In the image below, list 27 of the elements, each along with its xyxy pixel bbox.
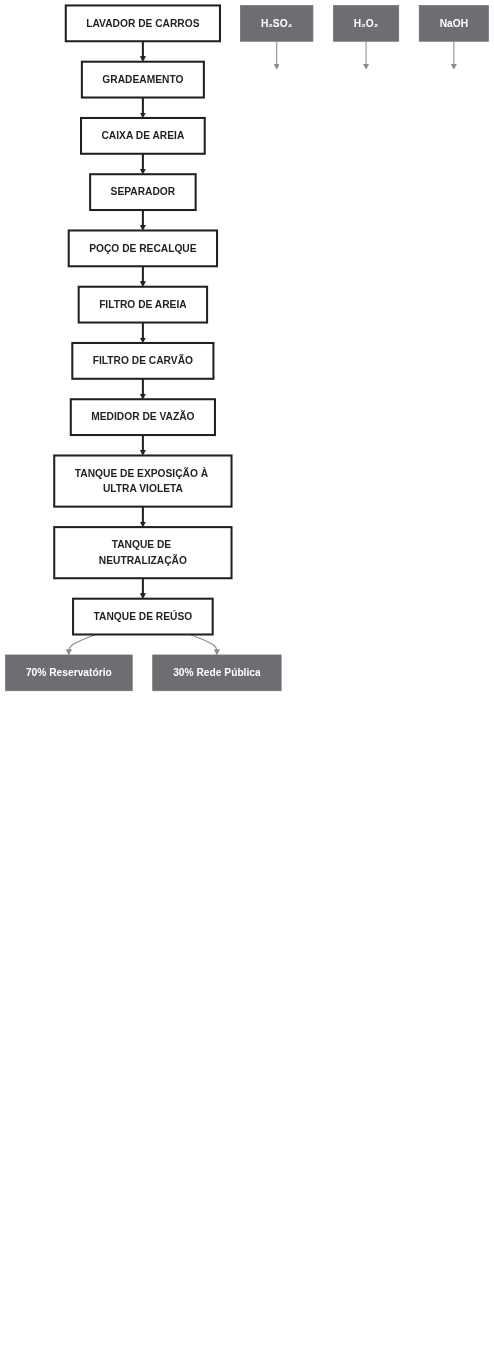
arrow xyxy=(139,506,146,528)
node-box: FILTRO DE AREIA xyxy=(77,285,209,324)
arrow xyxy=(139,153,146,175)
node-box: CAIXA DE AREIA xyxy=(80,116,206,155)
node-box: GRADEAMENTO xyxy=(80,60,205,99)
node-box: LAVADOR DE CARROS xyxy=(64,4,221,43)
arrow xyxy=(139,266,146,287)
node-box: H₂SO₄ xyxy=(240,5,314,42)
arrow xyxy=(139,578,146,599)
node-box: TANQUE DE REÚSO xyxy=(72,597,214,636)
node-box: 30% Rede Pública xyxy=(152,654,282,692)
node-box: FILTRO DE CARVÃO xyxy=(71,341,215,380)
arrow xyxy=(139,41,146,62)
arrow xyxy=(450,40,457,70)
node-box: TANQUE DE EXPOSIÇÃO À ULTRA VIOLETA xyxy=(53,454,233,508)
node-box: NaOH xyxy=(418,5,489,42)
node-box: SEPARADOR xyxy=(89,173,197,212)
node-box: POÇO DE RECALQUE xyxy=(67,229,219,268)
arrow xyxy=(363,40,370,70)
node-box: 70% Reservatório xyxy=(5,654,133,692)
arrow xyxy=(139,378,146,400)
arrow xyxy=(139,210,146,231)
arrow xyxy=(273,40,280,70)
node-box: H₂O₂ xyxy=(333,5,400,42)
arrow xyxy=(139,435,146,456)
node-box: MEDIDOR DE VAZÃO xyxy=(69,398,216,437)
node-box: TANQUE DE NEUTRALIZAÇÃO xyxy=(53,526,233,580)
